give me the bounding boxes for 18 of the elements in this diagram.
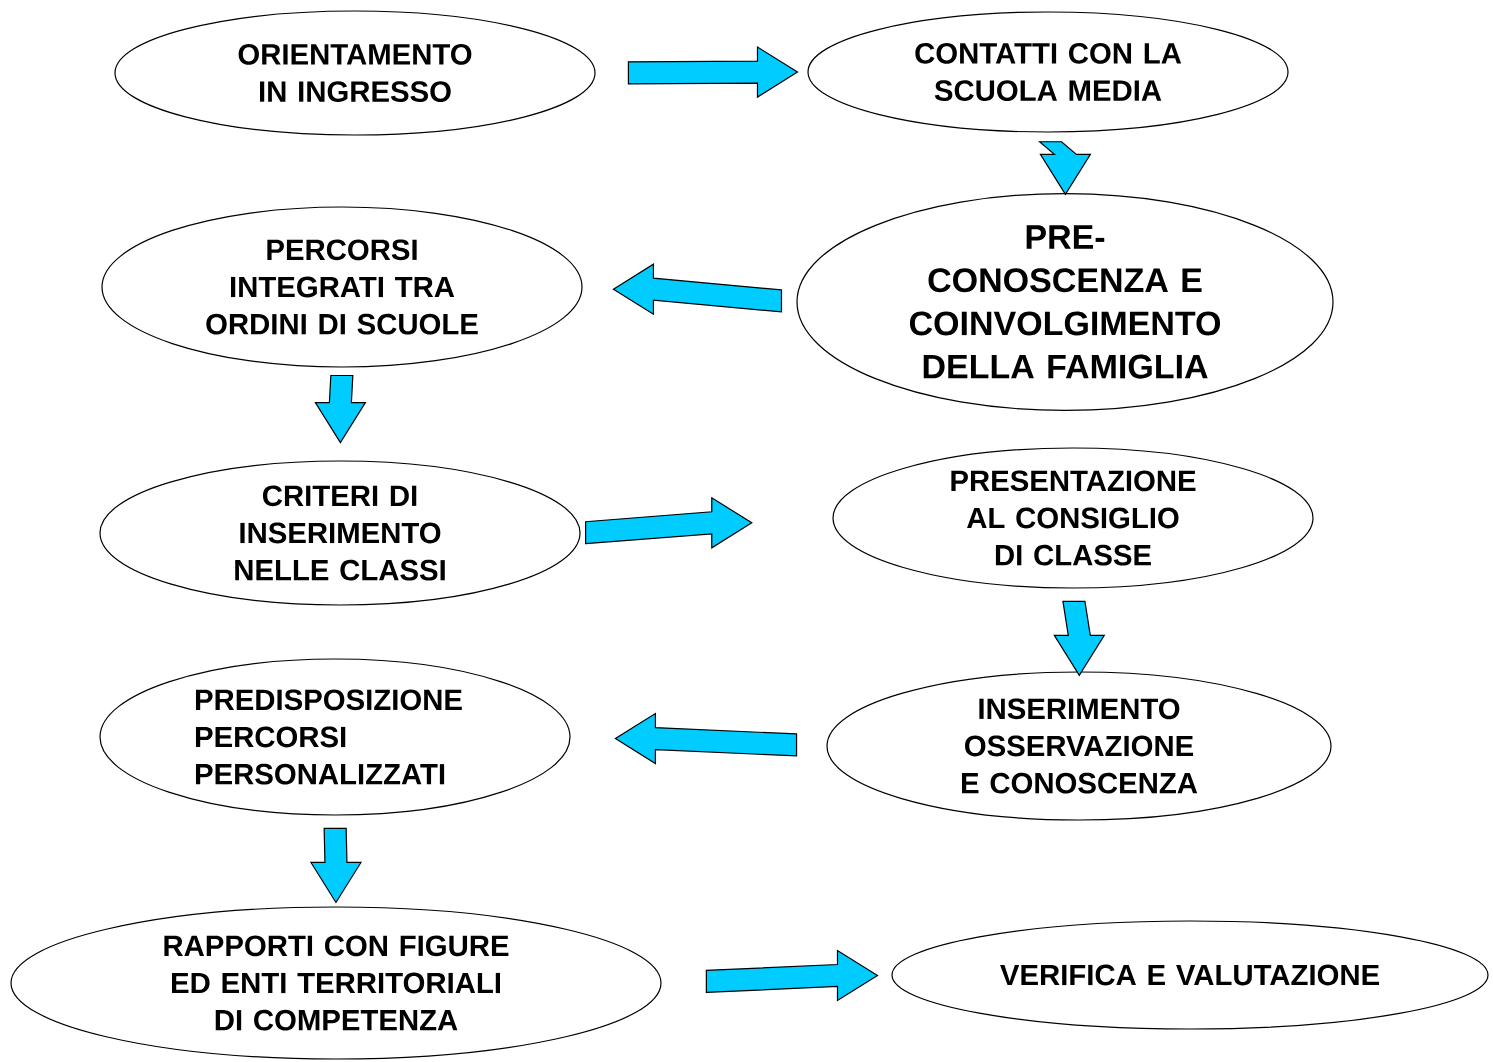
block-arrow bbox=[627, 45, 799, 99]
ellipse-node: PERCORSI INTEGRATI TRA ORDINI DI SCUOLE bbox=[101, 206, 583, 368]
block-arrow bbox=[309, 827, 363, 904]
block-arrow bbox=[585, 496, 753, 549]
ellipse-node: PREDISPOSIZIONE PERCORSI PERSONALIZZATI bbox=[99, 658, 571, 816]
ellipse-node: CRITERI DI INSERIMENTO NELLE CLASSI bbox=[99, 460, 581, 606]
block-arrow bbox=[705, 949, 879, 1002]
block-arrow bbox=[612, 263, 783, 316]
ellipse-node: RAPPORTI CON FIGURE ED ENTI TERRITORIALI DI COMPETENZA bbox=[10, 906, 662, 1060]
block-arrow bbox=[1053, 600, 1106, 677]
ellipse-node: PRESENTAZIONE AL CONSIGLIO DI CLASSE bbox=[832, 447, 1314, 589]
ellipse-node: VERIFICA E VALUTAZIONE bbox=[891, 920, 1489, 1030]
block-arrow bbox=[314, 374, 367, 444]
ellipse-node: INSERIMENTO OSSERVAZIONE E CONOSCENZA bbox=[826, 671, 1332, 821]
block-arrow bbox=[614, 712, 798, 765]
ellipse-node: CONTATTI CON LA SCUOLA MEDIA bbox=[807, 11, 1289, 133]
ellipse-node: ORIENTAMENTO IN INGRESSO bbox=[114, 10, 596, 136]
ellipse-node: PRE-CONOSCENZA E COINVOLGIMENTO DELLA FAMIGLIA bbox=[796, 193, 1334, 411]
